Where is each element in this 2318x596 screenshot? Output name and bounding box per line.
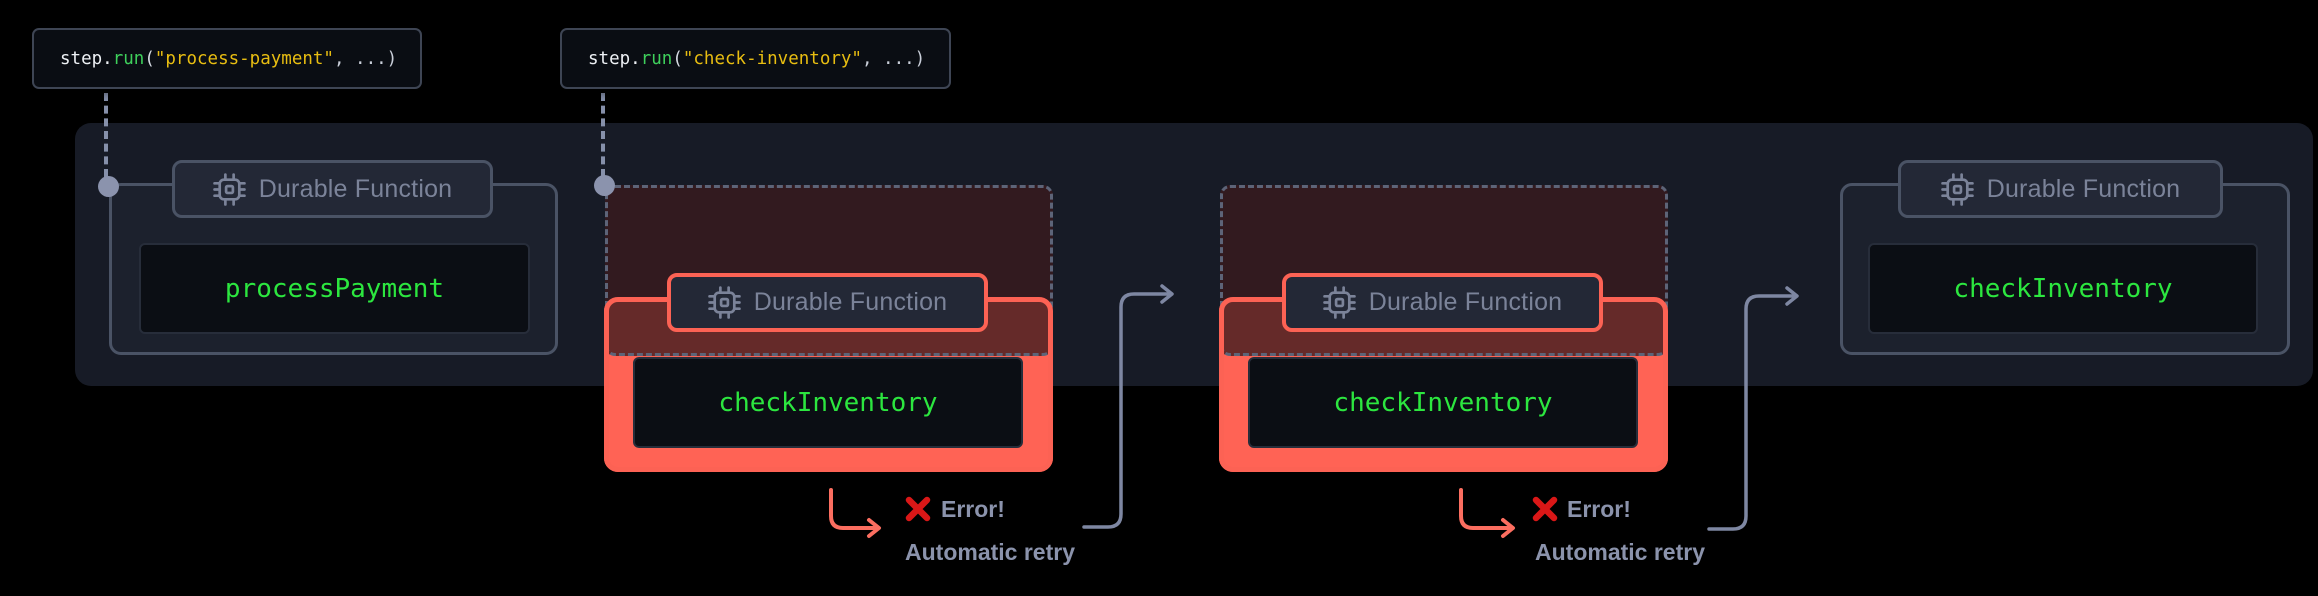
function-name-box: processPayment [139,243,530,334]
error-arrow [829,488,881,538]
cpu-chip-icon [212,172,246,206]
code-token-string: "process-payment" [154,48,334,69]
connector-dot-icon [594,175,615,196]
durable-function-badge: Durable Function [172,160,493,218]
code-token-dot: . [102,48,113,69]
error-label: Error! [941,496,1005,522]
x-mark-icon [1532,496,1558,522]
cpu-chip-icon [1322,286,1356,319]
retry-arrow [1082,284,1174,529]
function-name-box: checkInventory [633,357,1023,448]
badge-label: Durable Function [753,288,948,316]
code-token-object: step [60,48,103,69]
connector-dot-icon [98,176,119,197]
durable-function-badge: Durable Function [1898,160,2223,218]
function-name: checkInventory [1953,273,2173,304]
code-token-object: step [588,48,631,69]
x-mark-icon [905,496,931,522]
code-token-close: , ...) [861,48,926,69]
dashed-connector-line [104,93,108,177]
automatic-retry-label: Automatic retry [1535,539,1705,565]
function-name-box: checkInventory [1868,243,2258,334]
code-token-string: "check-inventory" [682,48,862,69]
code-tooltip-process-payment: step.run("process-payment", ...) [32,28,422,89]
badge-label: Durable Function [1368,288,1563,316]
function-name: checkInventory [1333,387,1553,418]
cpu-chip-icon [1940,172,1974,206]
error-arrow [1459,488,1515,538]
function-name: processPayment [224,273,445,304]
code-token-dot: . [630,48,641,69]
code-token-method: run [640,48,673,69]
code-token-paren: ( [144,48,155,69]
code-token-close: , ...) [333,48,398,69]
dashed-connector-line [601,93,605,177]
automatic-retry-label: Automatic retry [905,539,1075,565]
durable-function-badge-error: Durable Function [667,273,988,332]
badge-label: Durable Function [258,174,453,203]
code-token-method: run [112,48,145,69]
cpu-chip-icon [707,286,741,319]
function-name: checkInventory [718,387,938,418]
code-tooltip-check-inventory: step.run("check-inventory", ...) [560,28,951,89]
code-token-paren: ( [672,48,683,69]
retry-arrow [1707,286,1799,531]
error-label: Error! [1567,496,1631,522]
durable-function-badge-error: Durable Function [1282,273,1603,332]
badge-label: Durable Function [1986,174,2181,203]
function-name-box: checkInventory [1248,357,1638,448]
